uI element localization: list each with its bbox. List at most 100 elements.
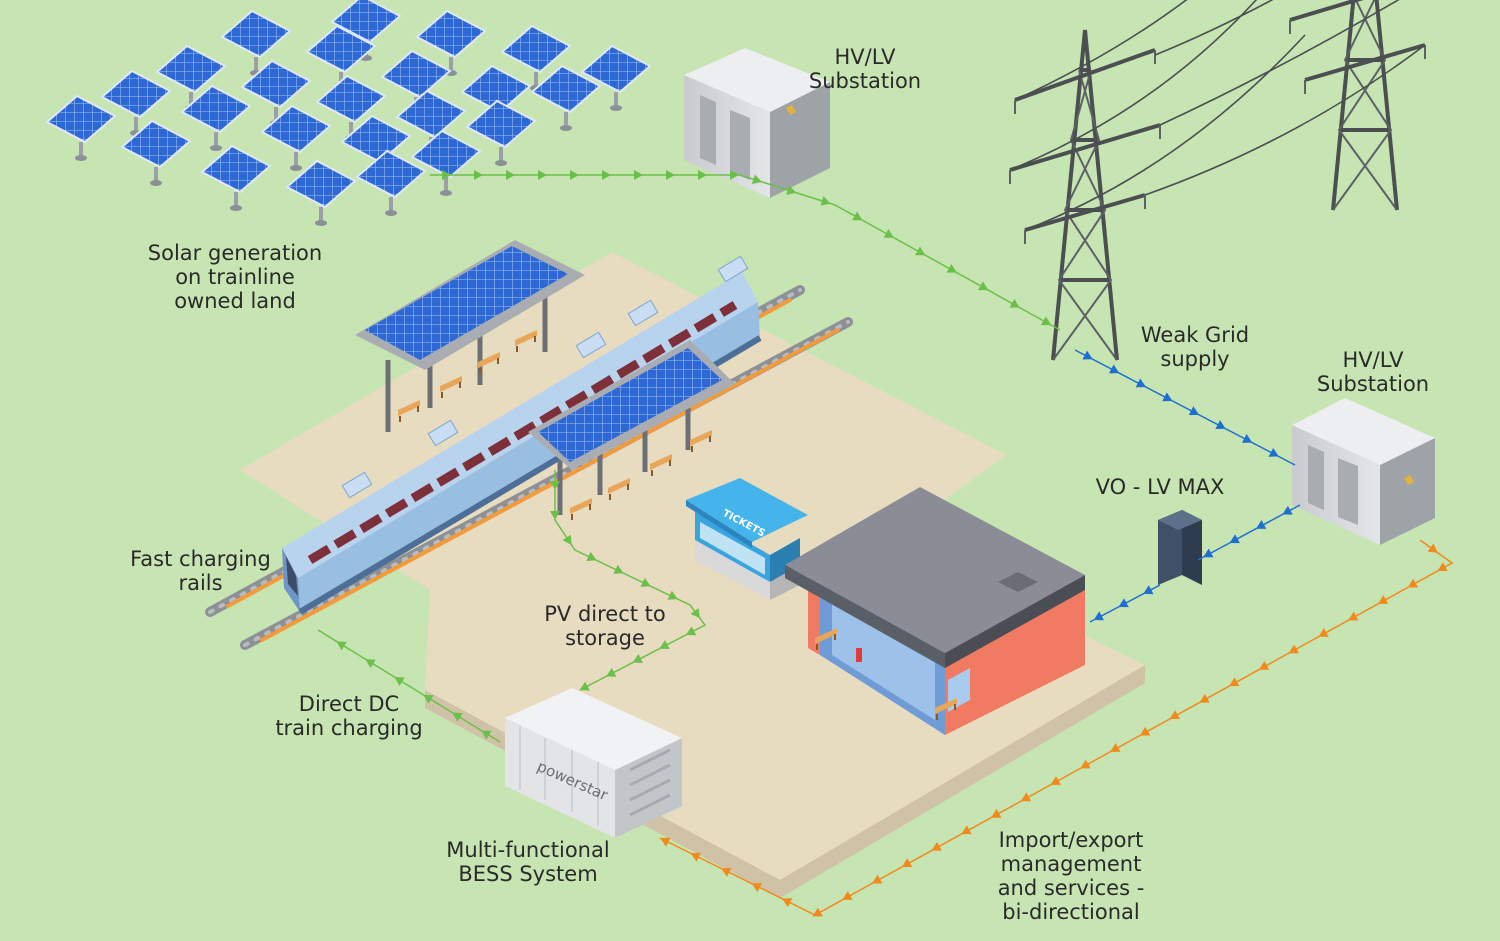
solar-label-line-3: owned land (174, 289, 296, 313)
weak-grid-line-1: Weak Grid (1140, 323, 1250, 347)
flow-arrow-icon (842, 891, 853, 900)
flow-arrow-icon (1143, 585, 1154, 595)
flow-arrow-icon (640, 577, 651, 587)
substation-top-line-2: Substation (808, 69, 922, 93)
substation-right-label: HV/LV Substation (1308, 348, 1438, 396)
flow-arrow-icon (550, 481, 560, 490)
substation-right-line-1: HV/LV (1342, 348, 1404, 372)
back-platform-shelter (355, 240, 585, 432)
flow-arrow-icon (786, 185, 797, 195)
flow-arrow-icon (915, 246, 926, 256)
flow-arrow-icon (452, 712, 463, 722)
flow-arrow-icon (1162, 392, 1173, 402)
ticket-booth: TICKETS (686, 478, 808, 600)
flow-arrow-icon (586, 551, 597, 561)
direct-dc-line-2: train charging (275, 716, 423, 740)
weak-grid-label: Weak Grid supply (1130, 323, 1260, 371)
flow-arrow-icon (961, 825, 972, 835)
substation-top-building (684, 48, 830, 198)
flow-arrow-icon (1040, 316, 1052, 326)
fast-charging-line-2: rails (178, 571, 223, 595)
flow-arrow-icon (852, 211, 863, 221)
flow-arrow-icon (365, 659, 376, 669)
bess-label: Multi-functional BESS System (436, 838, 620, 886)
substation-right-building (1292, 398, 1435, 545)
flow-arrow-icon (538, 170, 547, 180)
flow-arrow-icon (1437, 562, 1448, 572)
flow-arrow-icon (1407, 578, 1419, 588)
flow-arrow-icon (883, 228, 894, 238)
flow-arrows (336, 170, 1448, 917)
fast-charging-label: Fast charging rails (118, 547, 283, 595)
flow-arrow-icon (1080, 759, 1091, 769)
station-building (785, 487, 1085, 735)
bess-line-1: Multi-functional (446, 838, 610, 862)
flow-arrow-icon (602, 170, 611, 180)
solar-label-line-2: on trainline (175, 265, 295, 289)
direct-dc-label: Direct DC train charging (265, 692, 433, 740)
flow-arrow-icon (613, 564, 624, 574)
flow-arrow-icon (1348, 611, 1359, 621)
substation-top-line-1: HV/LV (834, 45, 896, 69)
flow-arrow-icon (1318, 628, 1329, 637)
solar-label-line-1: Solar generation (147, 241, 323, 265)
flow-arrow-icon (1377, 595, 1389, 604)
flow-arrow-icon (1009, 298, 1020, 308)
import-export-line-2: management (1000, 852, 1142, 876)
flow-arrow-icon (632, 653, 644, 663)
pv-direct-line-2: storage (565, 626, 645, 650)
flow-arrow-icon (1288, 644, 1299, 654)
substation-top-label: HV/LV Substation (800, 45, 930, 93)
flow-arrow-icon (1093, 611, 1104, 621)
flow-arrow-icon (1020, 792, 1032, 802)
flow-arrow-icon (812, 907, 823, 917)
bess-line-2: BESS System (458, 862, 598, 886)
flow-arrow-icon (751, 174, 762, 184)
flow-arrow-icon (1255, 520, 1267, 529)
flow-arrow-icon (474, 170, 483, 180)
solar-farm (46, 0, 651, 227)
flow-arrow-icon (666, 170, 675, 180)
bess-container: powerstar (505, 688, 682, 838)
import-export-line-3: and services - (997, 876, 1145, 900)
flow-arrow-icon (698, 170, 707, 180)
direct-dc-line-1: Direct DC (298, 692, 400, 716)
flow-arrow-icon (1282, 505, 1293, 515)
substation-right-line-2: Substation (1316, 372, 1430, 396)
flow-arrow-icon (660, 837, 671, 847)
import-export-line-1: Import/export (998, 828, 1144, 852)
flow-arrow-icon (901, 858, 913, 868)
flow-arrow-icon (1188, 406, 1200, 416)
flow-arrow-icon (1169, 710, 1180, 720)
flow-arrow-icon (550, 511, 560, 520)
flow-arrow-icon (1139, 726, 1151, 736)
front-platform-shelter (528, 340, 735, 521)
flow-arrow-icon (685, 626, 697, 636)
flow-arrow-icon (562, 534, 572, 545)
weak-grid-line-2: supply (1160, 347, 1230, 371)
vo-lv-max-label: VO - LV MAX (1080, 475, 1240, 499)
flow-arrow-icon (690, 607, 700, 619)
flow-arrow-icon (690, 852, 701, 862)
flow-arrow-icon (1258, 660, 1270, 670)
flow-arrow-icon (991, 808, 1002, 818)
flow-arrow-icon (1268, 447, 1279, 457)
flow-arrow-icon (1050, 776, 1061, 785)
flow-arrow-icon (1135, 378, 1146, 388)
transmission-pylons (1008, 0, 1442, 362)
flow-arrow-icon (1229, 534, 1240, 544)
flow-arrow-icon (872, 874, 883, 884)
flow-arrow-icon (506, 170, 515, 180)
flow-arrow-icon (634, 170, 643, 180)
pv-direct-line-1: PV direct to (544, 602, 666, 626)
flow-arrow-icon (1241, 434, 1253, 443)
flow-arrow-icon (730, 170, 739, 180)
flow-arrow-icon (978, 281, 989, 291)
flow-arrow-icon (1109, 364, 1120, 374)
flow-arrow-icon (1110, 743, 1121, 752)
flow-arrow-icon (1118, 598, 1129, 608)
fast-charging-line-1: Fast charging (130, 547, 271, 571)
import-export-label: Import/export management and services - … (985, 828, 1157, 924)
